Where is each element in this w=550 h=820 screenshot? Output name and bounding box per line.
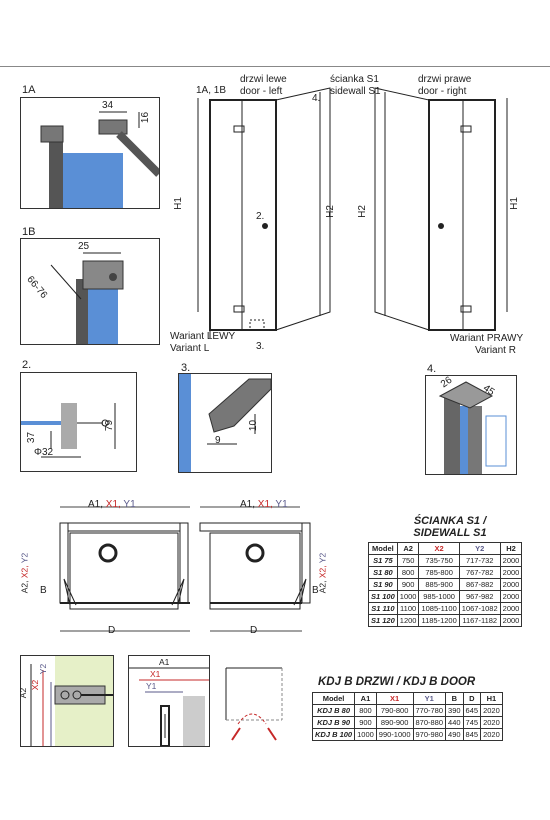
top-rule bbox=[0, 66, 550, 67]
plan2-y1: Y1 bbox=[275, 499, 288, 510]
table-row: KDJ B 80 800 790-800 770-780 390 645 202… bbox=[311, 704, 503, 717]
sidewall-header-y2: Y2 bbox=[458, 542, 501, 555]
sidewall-pl: ścianka S1 bbox=[330, 74, 379, 85]
door-table: Model A1 X1 Y1 B D H1 KDJ B 80 800 790-8… bbox=[311, 692, 503, 741]
section-1b-label: 1B bbox=[22, 226, 36, 238]
h1-left: H1 bbox=[172, 197, 184, 210]
floor-plans-drawing bbox=[59, 506, 311, 632]
dim-16: 16 bbox=[140, 111, 152, 124]
dim-10: 10 bbox=[248, 419, 260, 432]
ref-3: 3. bbox=[256, 341, 265, 352]
sidewall-title-pl: ŚCIANKA S1 / bbox=[413, 515, 487, 527]
door-header-b: B bbox=[445, 692, 464, 705]
variant-left-en: Variant L bbox=[170, 343, 210, 354]
doors-left-en: door - left bbox=[240, 86, 283, 97]
sidewall-header-x2: X2 bbox=[418, 542, 460, 555]
dim-25: 25 bbox=[78, 241, 90, 252]
plan2-a1: A1, bbox=[240, 499, 256, 510]
door-header-a1: A1 bbox=[354, 692, 377, 705]
door-header-x1: X1 bbox=[375, 692, 414, 705]
doors-left-pl: drzwi lewe bbox=[240, 74, 287, 85]
table-row: S1 100 1000 985-1000 967-982 2000 bbox=[368, 590, 523, 603]
table-row: S1 110 1100 1085-1100 1067-1082 2000 bbox=[368, 602, 523, 615]
sidewall-title-en: SIDEWALL S1 bbox=[413, 527, 487, 539]
door-header-model: Model bbox=[311, 692, 356, 705]
enclosure-left-drawing bbox=[197, 87, 331, 338]
plan2-x1: X1, bbox=[257, 499, 273, 510]
ref-1a-1b: 1A, 1B bbox=[196, 85, 227, 96]
detail-3-box bbox=[178, 373, 272, 473]
bottom-detail-a2-box bbox=[20, 655, 114, 747]
detail-4-box bbox=[425, 375, 517, 475]
sidewall-header-a2: A2 bbox=[396, 542, 420, 555]
sidewall-table: Model A2 X2 Y2 H2 S1 75 750 735-750 717-… bbox=[368, 542, 523, 627]
bottom-y2: Y2 bbox=[38, 663, 49, 675]
table-row: KDJ B 90 900 890-900 870-880 440 745 202… bbox=[311, 716, 503, 729]
table-row: S1 80 800 785-800 767-782 2000 bbox=[368, 566, 523, 579]
plan1-a1: A1, bbox=[88, 499, 104, 510]
doors-right-en: door - right bbox=[418, 86, 467, 97]
plan2-d: D bbox=[250, 625, 258, 636]
detail-4-drawing bbox=[438, 381, 507, 474]
section-2-label: 2. bbox=[22, 359, 32, 371]
h2-left: H2 bbox=[324, 205, 336, 218]
table-row: KDJ B 100 1000 990-1000 970-980 490 845 … bbox=[311, 728, 503, 741]
bottom-x2: X2 bbox=[30, 679, 41, 691]
dim-phi32: Φ32 bbox=[34, 447, 54, 458]
table-row: S1 75 750 735-750 717-732 2000 bbox=[368, 554, 523, 567]
plan1-x1: X1, bbox=[105, 499, 121, 510]
section-3-label: 3. bbox=[181, 362, 191, 374]
dim-37: 37 bbox=[26, 431, 38, 444]
dim-79: 79 bbox=[104, 419, 116, 432]
door-table-title: KDJ B DRZWI / KDJ B DOOR bbox=[318, 676, 476, 688]
sidewall-table-title: ŚCIANKA S1 / SIDEWALL S1 bbox=[395, 515, 505, 539]
detail-3-drawing bbox=[179, 374, 271, 472]
detail-1b-box bbox=[20, 238, 160, 345]
dim-9: 9 bbox=[215, 435, 221, 446]
ref-4: 4. bbox=[312, 93, 321, 104]
variant-left-pl: Wariant LEWY bbox=[170, 331, 236, 342]
sidewall-header-model: Model bbox=[368, 542, 398, 555]
bottom-a1: A1 bbox=[159, 657, 170, 667]
variant-right-en: Variant R bbox=[475, 345, 516, 356]
detail-1a-drawing bbox=[40, 111, 159, 208]
bottom-detail-a1-drawing bbox=[129, 667, 209, 746]
doors-right-pl: drzwi prawe bbox=[418, 74, 472, 85]
door-header-h1: H1 bbox=[480, 692, 503, 705]
detail-1a-box bbox=[20, 97, 160, 209]
plan1-side-dims: A2, X2, Y2 bbox=[19, 552, 30, 594]
section-4-label: 4. bbox=[427, 363, 437, 375]
bottom-detail-a1-box bbox=[128, 655, 210, 747]
door-header-d: D bbox=[462, 692, 482, 705]
dim-34: 34 bbox=[102, 100, 114, 111]
bottom-x1: X1 bbox=[150, 669, 161, 679]
ref-2: 2. bbox=[256, 211, 265, 222]
section-1a-label: 1A bbox=[22, 84, 36, 96]
plan1-d: D bbox=[108, 625, 116, 636]
variant-right-pl: Wariant PRAWY bbox=[450, 333, 524, 344]
door-swing-diagram bbox=[225, 667, 283, 741]
detail-2-box bbox=[20, 372, 137, 472]
plan1-top-dims: A1, X1, Y1 bbox=[88, 499, 136, 510]
detail-1b-drawing bbox=[50, 252, 124, 344]
h2-right: H2 bbox=[356, 205, 368, 218]
door-header-y1: Y1 bbox=[412, 692, 447, 705]
bottom-detail-a2-drawing bbox=[30, 656, 113, 746]
sidewall-header-h2: H2 bbox=[499, 542, 523, 555]
plan2-b: B bbox=[312, 585, 319, 596]
enclosure-right-drawing bbox=[374, 87, 508, 331]
bottom-a2: A2 bbox=[18, 687, 29, 699]
table-row: S1 90 900 885-900 867-882 2000 bbox=[368, 578, 523, 591]
table-row: S1 120 1200 1185-1200 1167-1182 2000 bbox=[368, 614, 523, 627]
bottom-y1: Y1 bbox=[146, 681, 157, 691]
detail-2-drawing bbox=[21, 403, 116, 458]
plan1-b: B bbox=[40, 585, 47, 596]
sidewall-en: sidewall S1 bbox=[330, 86, 381, 97]
plan2-top-dims: A1, X1, Y1 bbox=[240, 499, 288, 510]
h1-right: H1 bbox=[508, 197, 520, 210]
plan1-y1: Y1 bbox=[123, 499, 136, 510]
